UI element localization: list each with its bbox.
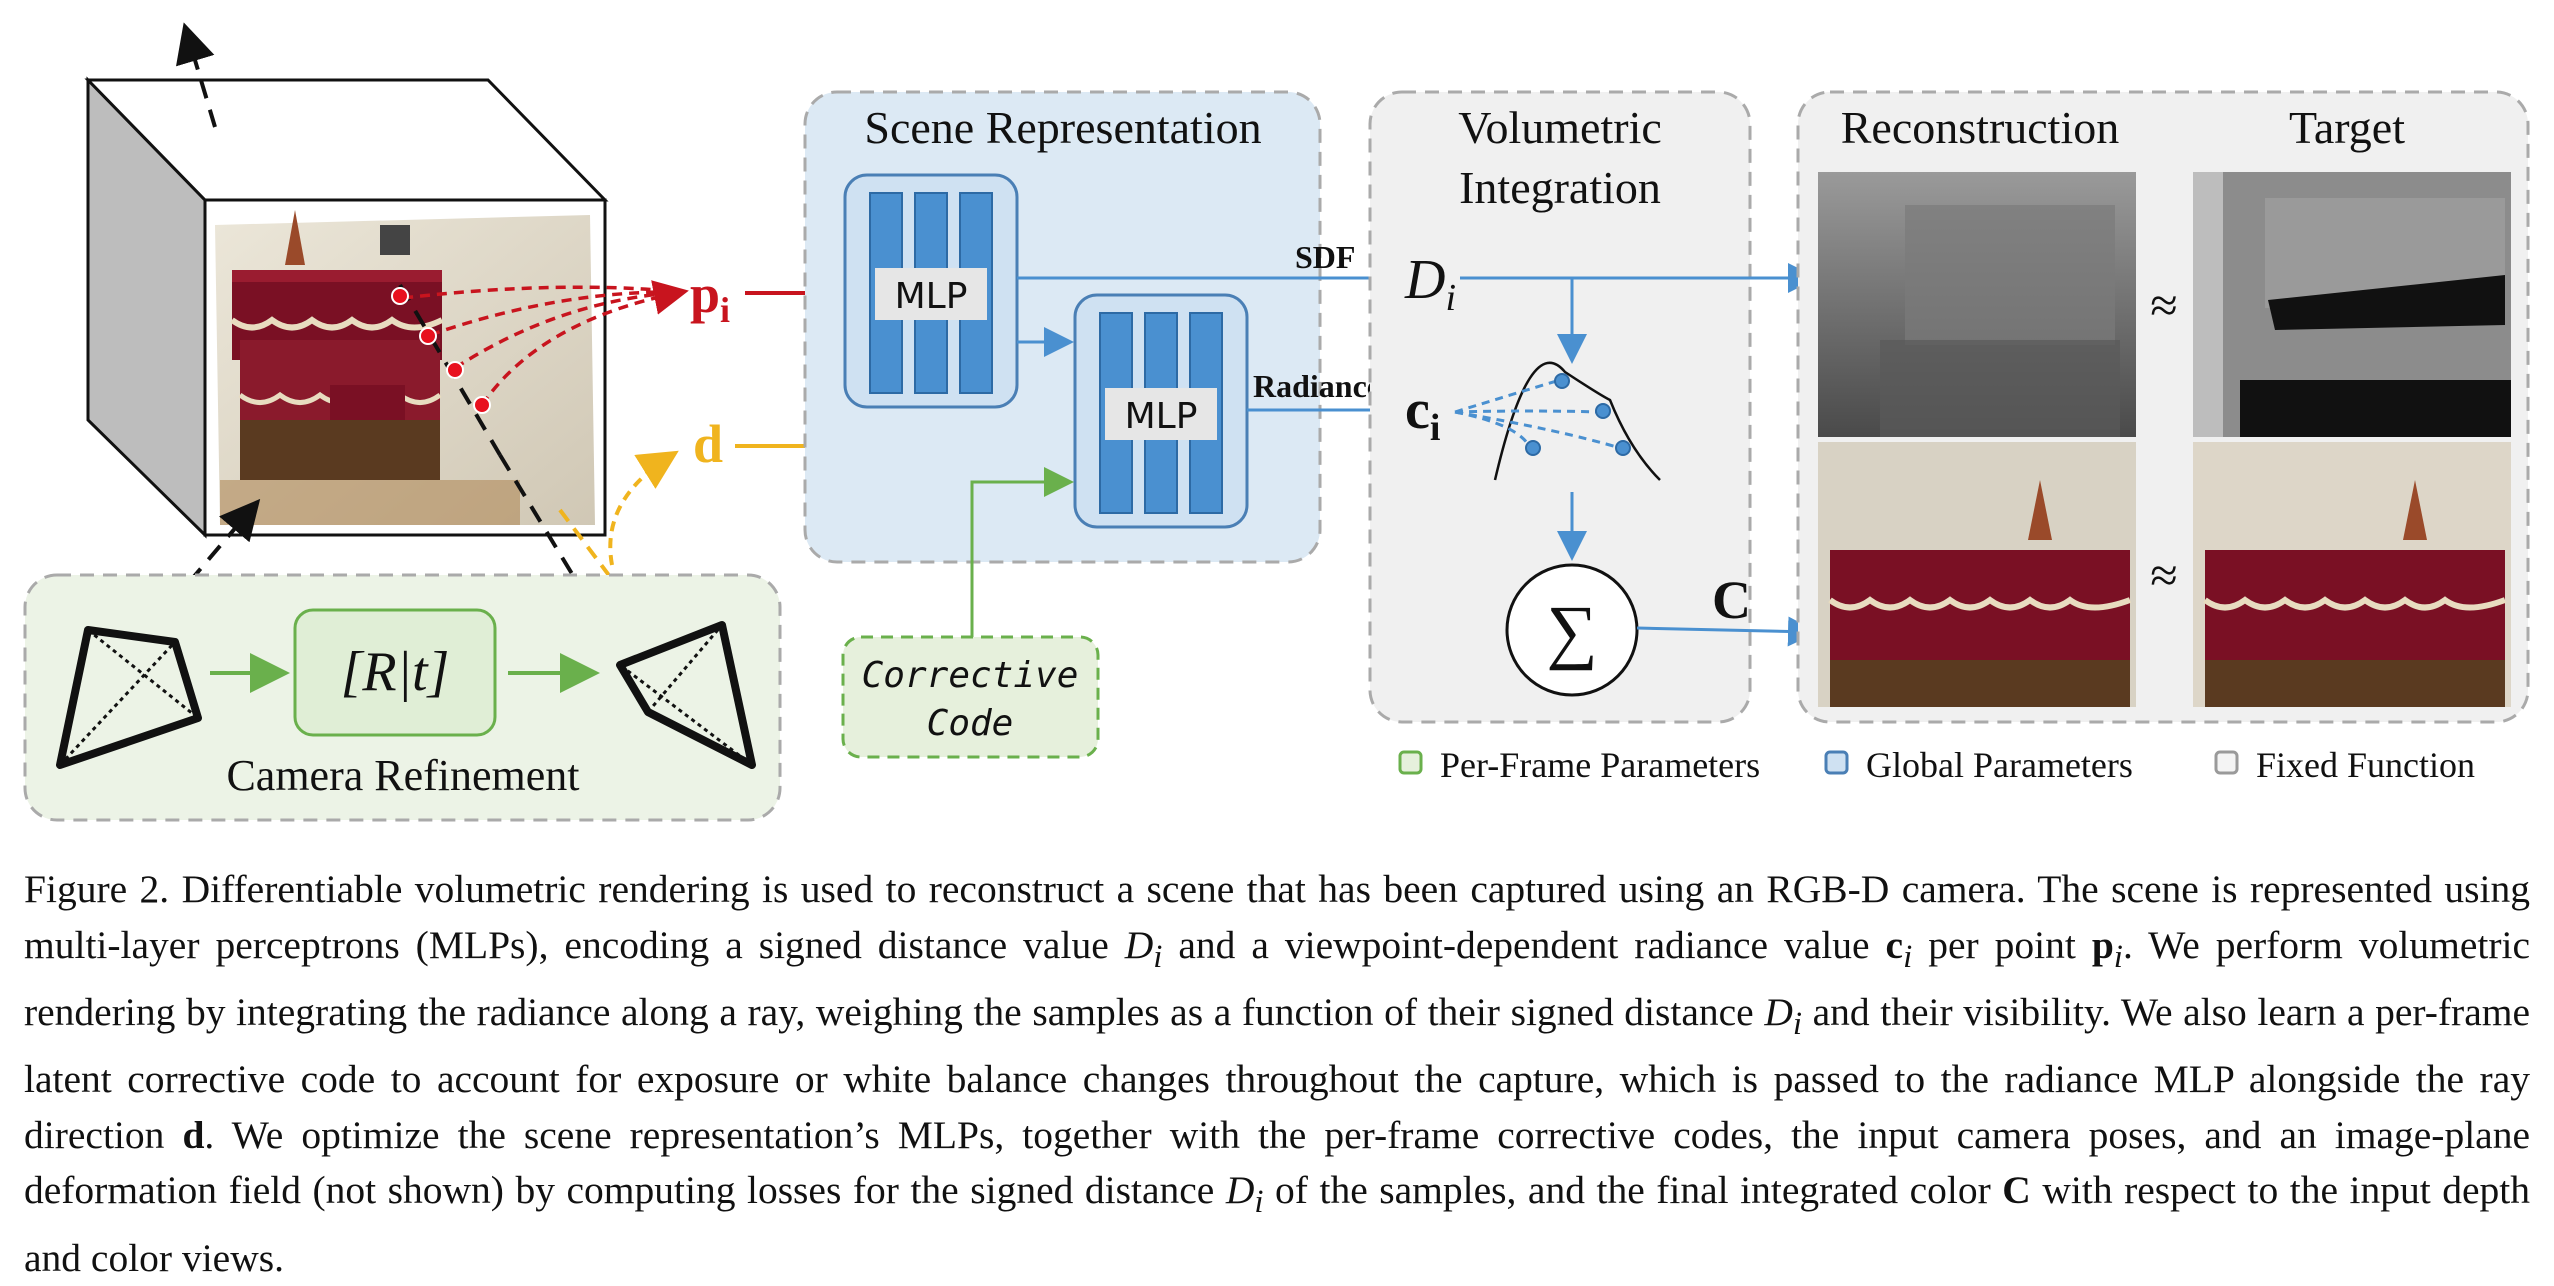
camera-matrix-label: [R|t] xyxy=(341,641,450,703)
radiance-symbol: ci xyxy=(1405,379,1440,449)
mlp-radiance-label: MLP xyxy=(1125,396,1198,437)
camera-ray-upper xyxy=(176,22,217,128)
sample-points xyxy=(391,280,689,414)
camera-matrix-box xyxy=(293,608,497,737)
caption-D-2: Di xyxy=(1764,989,1803,1042)
corrective-code-line1: Corrective xyxy=(862,655,1079,696)
pipeline-diagram: pi d [R|t] Camera Refinement Scene Repre… xyxy=(23,22,2530,822)
radiance-label: Radiance xyxy=(1253,368,1381,404)
reconstruction-label: Reconstruction xyxy=(1841,102,2120,153)
direction-curve xyxy=(608,450,679,566)
camera-icon-left xyxy=(56,626,202,769)
caption-text-1: Differentiable volumetric rendering is u… xyxy=(24,867,2530,967)
legend-swatch-per-frame xyxy=(1398,750,1423,775)
mlp-radiance: MLP xyxy=(1073,293,1249,529)
caption-text-6: . We optimize the scene representation’s… xyxy=(24,1112,2530,1213)
scene-representation-label: Scene Representation xyxy=(864,102,1261,153)
target-color-image xyxy=(2193,442,2511,707)
figure-caption: Figure 2. Differentiable volumetric rend… xyxy=(24,862,2530,1286)
legend-swatch-fixed xyxy=(2214,750,2239,775)
mlp-sdf: MLP xyxy=(843,173,1019,409)
caption-D-3: Di xyxy=(1225,1168,1264,1221)
caption-D-1: Di xyxy=(1124,922,1163,975)
sdf-label: SDF xyxy=(1295,239,1355,275)
approx-color: ≈ xyxy=(2150,547,2177,603)
point-symbol: pi xyxy=(690,264,730,330)
camera-ray-lower xyxy=(148,498,261,630)
caption-p: pi xyxy=(2091,922,2123,975)
legend-label-per-frame: Per-Frame Parameters xyxy=(1440,745,1760,785)
caption-text-5: and their visibility. We also learn a pe… xyxy=(24,989,2530,1157)
reconstructed-color-image xyxy=(1818,442,2136,707)
sum-node xyxy=(1505,563,1639,697)
target-label: Target xyxy=(2289,102,2405,153)
approx-depth: ≈ xyxy=(2150,277,2177,333)
volumetric-integration-box xyxy=(1368,90,1752,724)
arrow-C-to-output xyxy=(1636,616,1818,647)
target-depth-image xyxy=(2193,172,2511,437)
volumetric-line2: Integration xyxy=(1459,162,1661,213)
camera-icon-right xyxy=(616,621,756,769)
corrective-code-line2: Code xyxy=(927,703,1014,744)
mlp-sdf-label: MLP xyxy=(895,276,968,317)
caption-text-4: . We perform volumetric rendering by int… xyxy=(24,922,2530,1034)
sdf-symbol: Di xyxy=(1404,249,1456,319)
scene-point-cloud-image xyxy=(215,210,595,525)
figure-label: Figure 2. xyxy=(24,867,170,911)
caption-C: C xyxy=(2002,1168,2031,1213)
caption-text-3: per point xyxy=(1912,922,2092,967)
color-symbol: C xyxy=(1712,570,1751,630)
caption-text-2: and a viewpoint-dependent radiance value xyxy=(1162,922,1886,967)
caption-text-7: of the samples, and the final integrated… xyxy=(1263,1168,2003,1213)
arrow-code-to-mlp xyxy=(970,467,1074,637)
direction-symbol: d xyxy=(693,414,723,474)
legend: Per-Frame Parameters Global Parameters F… xyxy=(1398,745,2475,785)
integration-curve xyxy=(1454,278,1661,561)
legend-swatch-global xyxy=(1824,750,1849,775)
legend-label-global: Global Parameters xyxy=(1866,745,2133,785)
caption-d: d xyxy=(182,1112,205,1157)
camera-refinement-label: Camera Refinement xyxy=(226,751,579,800)
sum-symbol: ∑ xyxy=(1546,591,1597,671)
volumetric-line1: Volumetric xyxy=(1458,102,1662,153)
reconstructed-depth-image xyxy=(1818,172,2136,437)
caption-c: ci xyxy=(1885,922,1913,975)
legend-label-fixed: Fixed Function xyxy=(2256,745,2475,785)
